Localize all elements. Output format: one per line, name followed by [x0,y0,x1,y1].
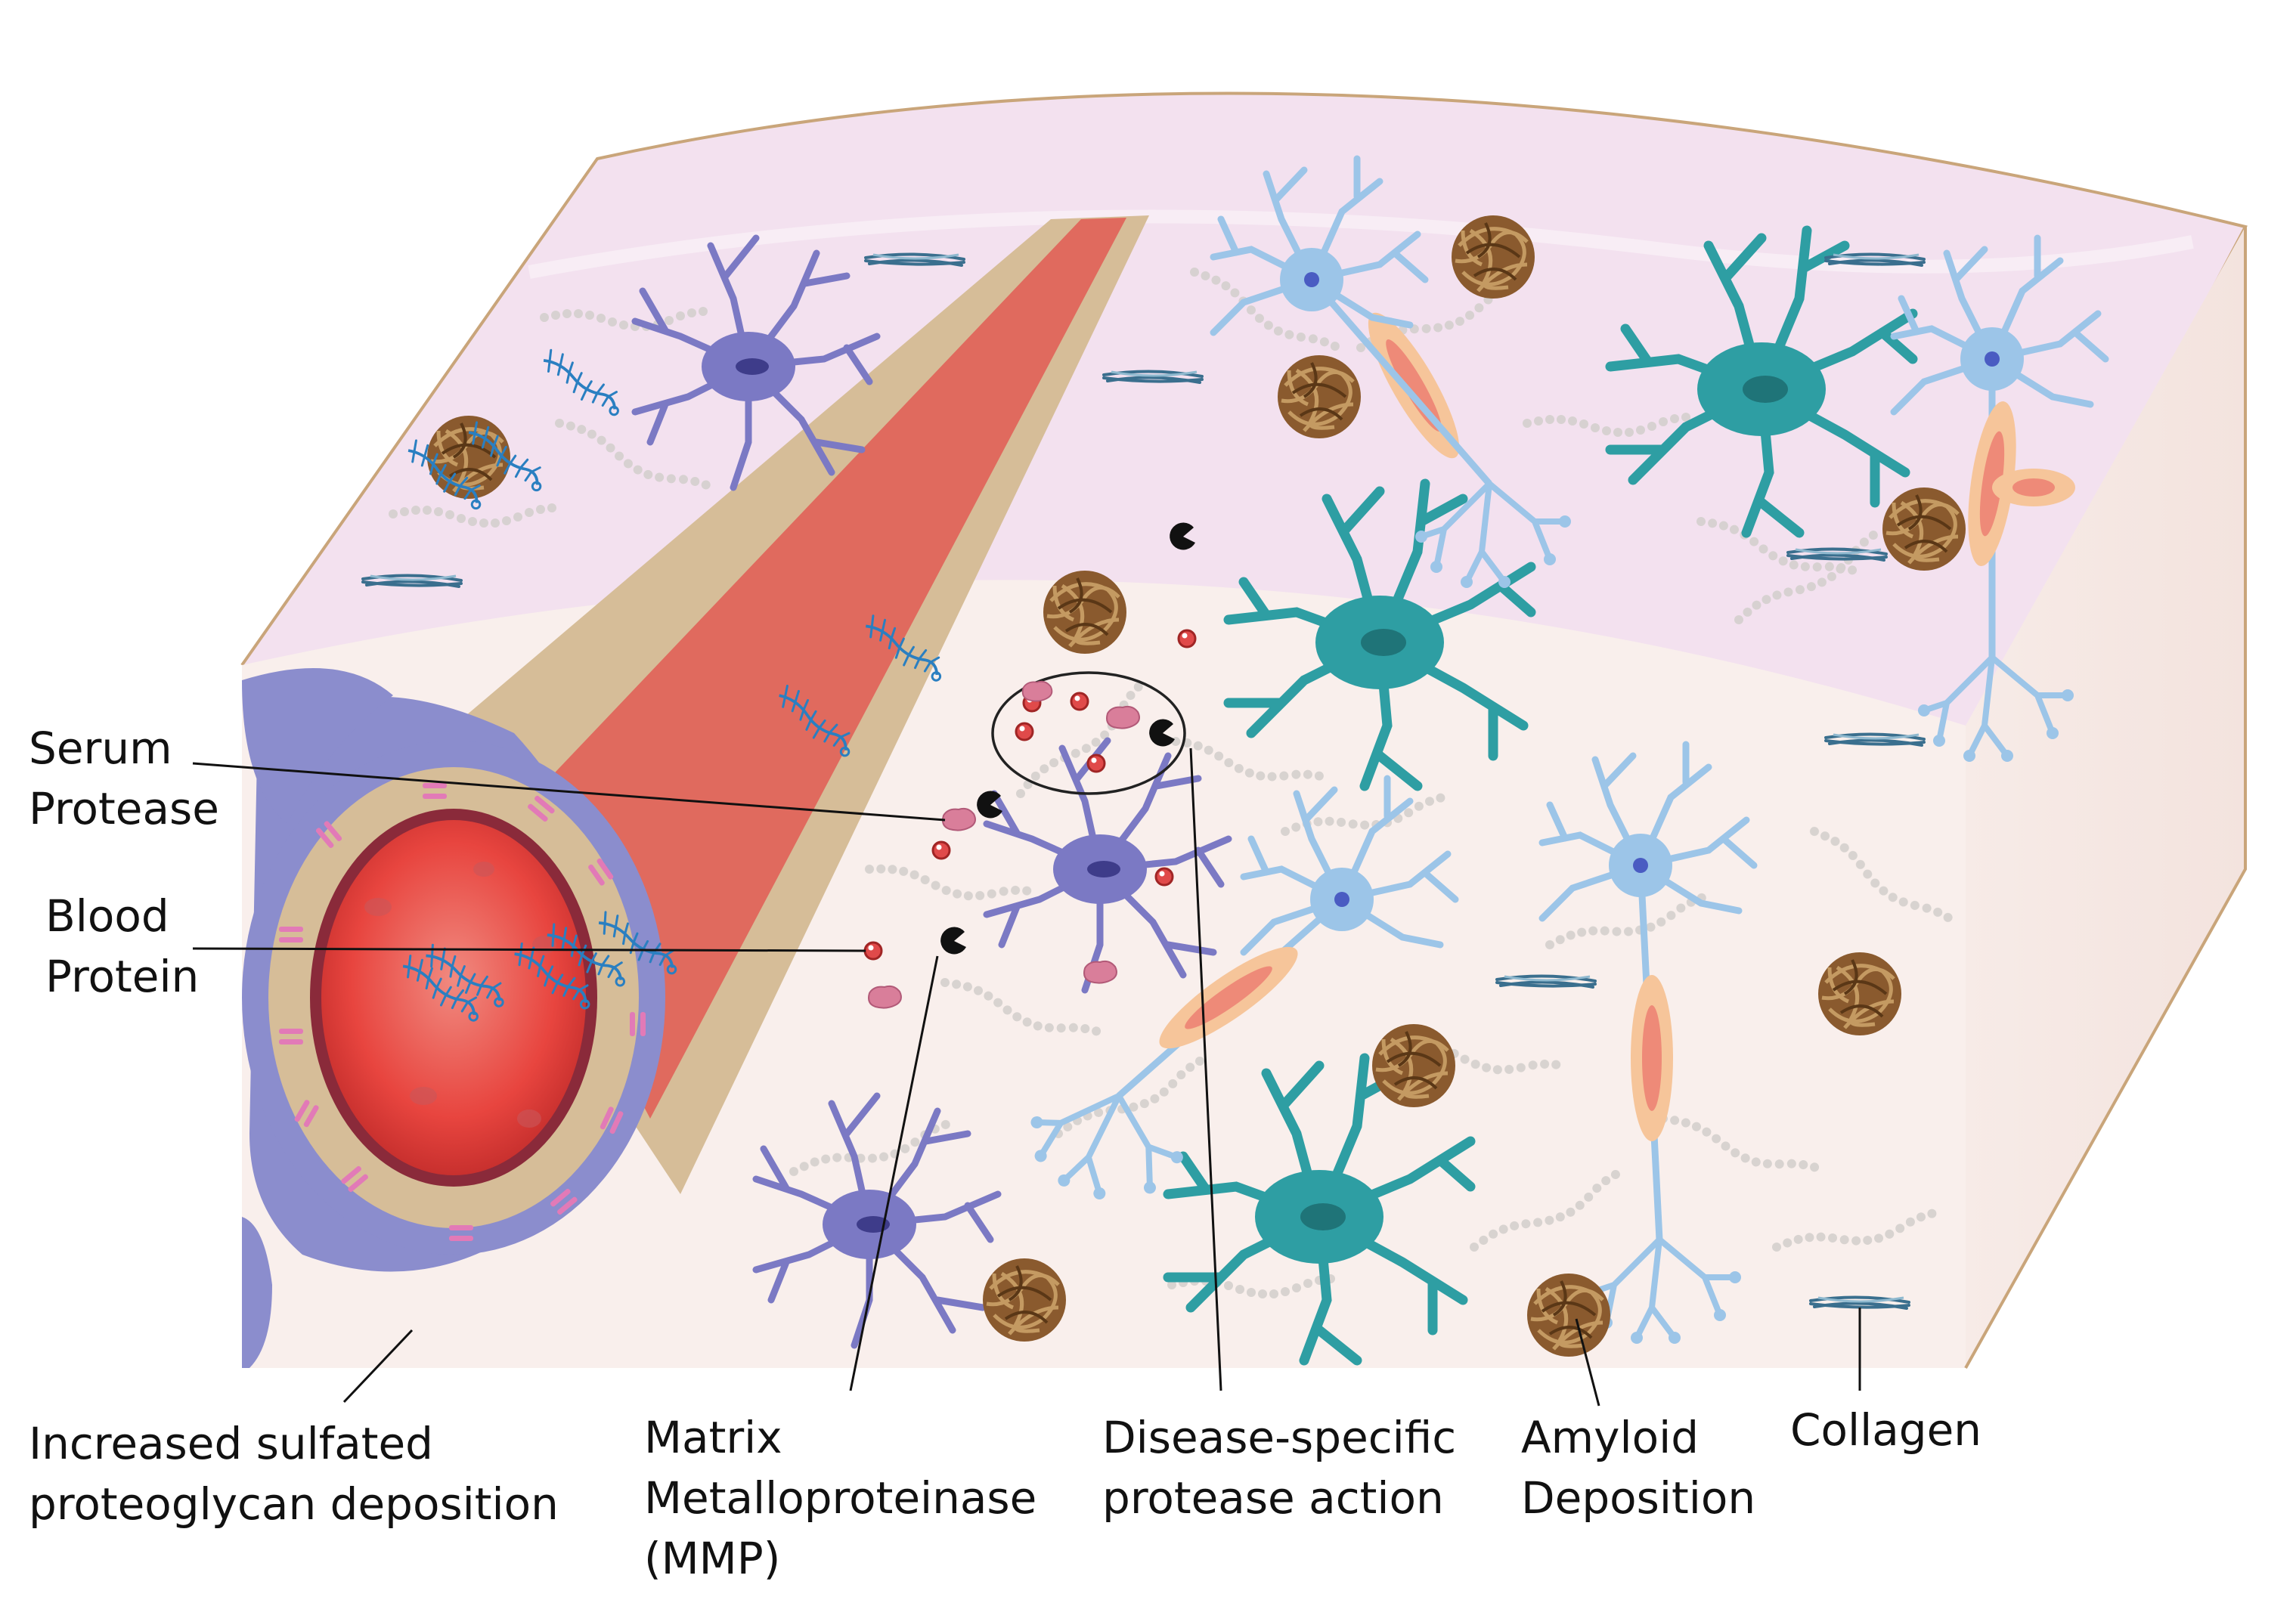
neuron-4 [1542,744,1754,1344]
leader-blood-protein [192,947,866,952]
label-blood-protein: Blood Protein [45,886,199,1007]
leader-sulfated-proteoglycan [342,1329,414,1404]
label-sulfated-proteoglycan-line2: proteoglycan deposition [29,1478,559,1530]
label-disease-protease-line2: protease action [1102,1472,1444,1524]
label-amyloid: Amyloid Deposition [1521,1407,1755,1528]
neuron-3 [1014,778,1455,1222]
label-disease-protease: Disease-specific protease action [1102,1407,1456,1528]
label-disease-protease-line1: Disease-specific [1102,1412,1457,1463]
neuron-cells [1014,159,2105,1344]
label-serum-protease-line2: Protease [29,783,219,834]
leader-lines [192,747,1861,1407]
label-blood-protein-line2: Protein [45,951,200,1002]
leader-disease-protease [1189,747,1222,1391]
leader-amyloid [1575,1318,1600,1407]
label-mmp-line3: (MMP) [644,1533,781,1584]
label-serum-protease-line1: Serum [29,723,172,774]
label-sulfated-proteoglycan-line1: Increased sulfated [29,1418,433,1469]
label-amyloid-line2: Deposition [1521,1472,1756,1524]
label-collagen: Collagen [1790,1400,1982,1460]
label-serum-protease: Serum Protease [29,718,219,839]
neuron-2 [1894,238,2105,762]
label-amyloid-line1: Amyloid [1521,1412,1700,1463]
leader-serum-protease [192,762,946,822]
protease-cluster [991,671,1186,795]
label-blood-protein-line1: Blood [45,890,169,942]
label-mmp-line2: Metalloproteinase [644,1472,1037,1524]
label-mmp-line1: Matrix [644,1412,782,1463]
neuron-1 [1213,159,1571,588]
label-sulfated-proteoglycan: Increased sulfated proteoglycan depositi… [29,1413,559,1534]
label-collagen-line1: Collagen [1790,1404,1982,1456]
leader-mmp [849,955,939,1391]
label-mmp: Matrix Metalloproteinase (MMP) [644,1407,1036,1589]
